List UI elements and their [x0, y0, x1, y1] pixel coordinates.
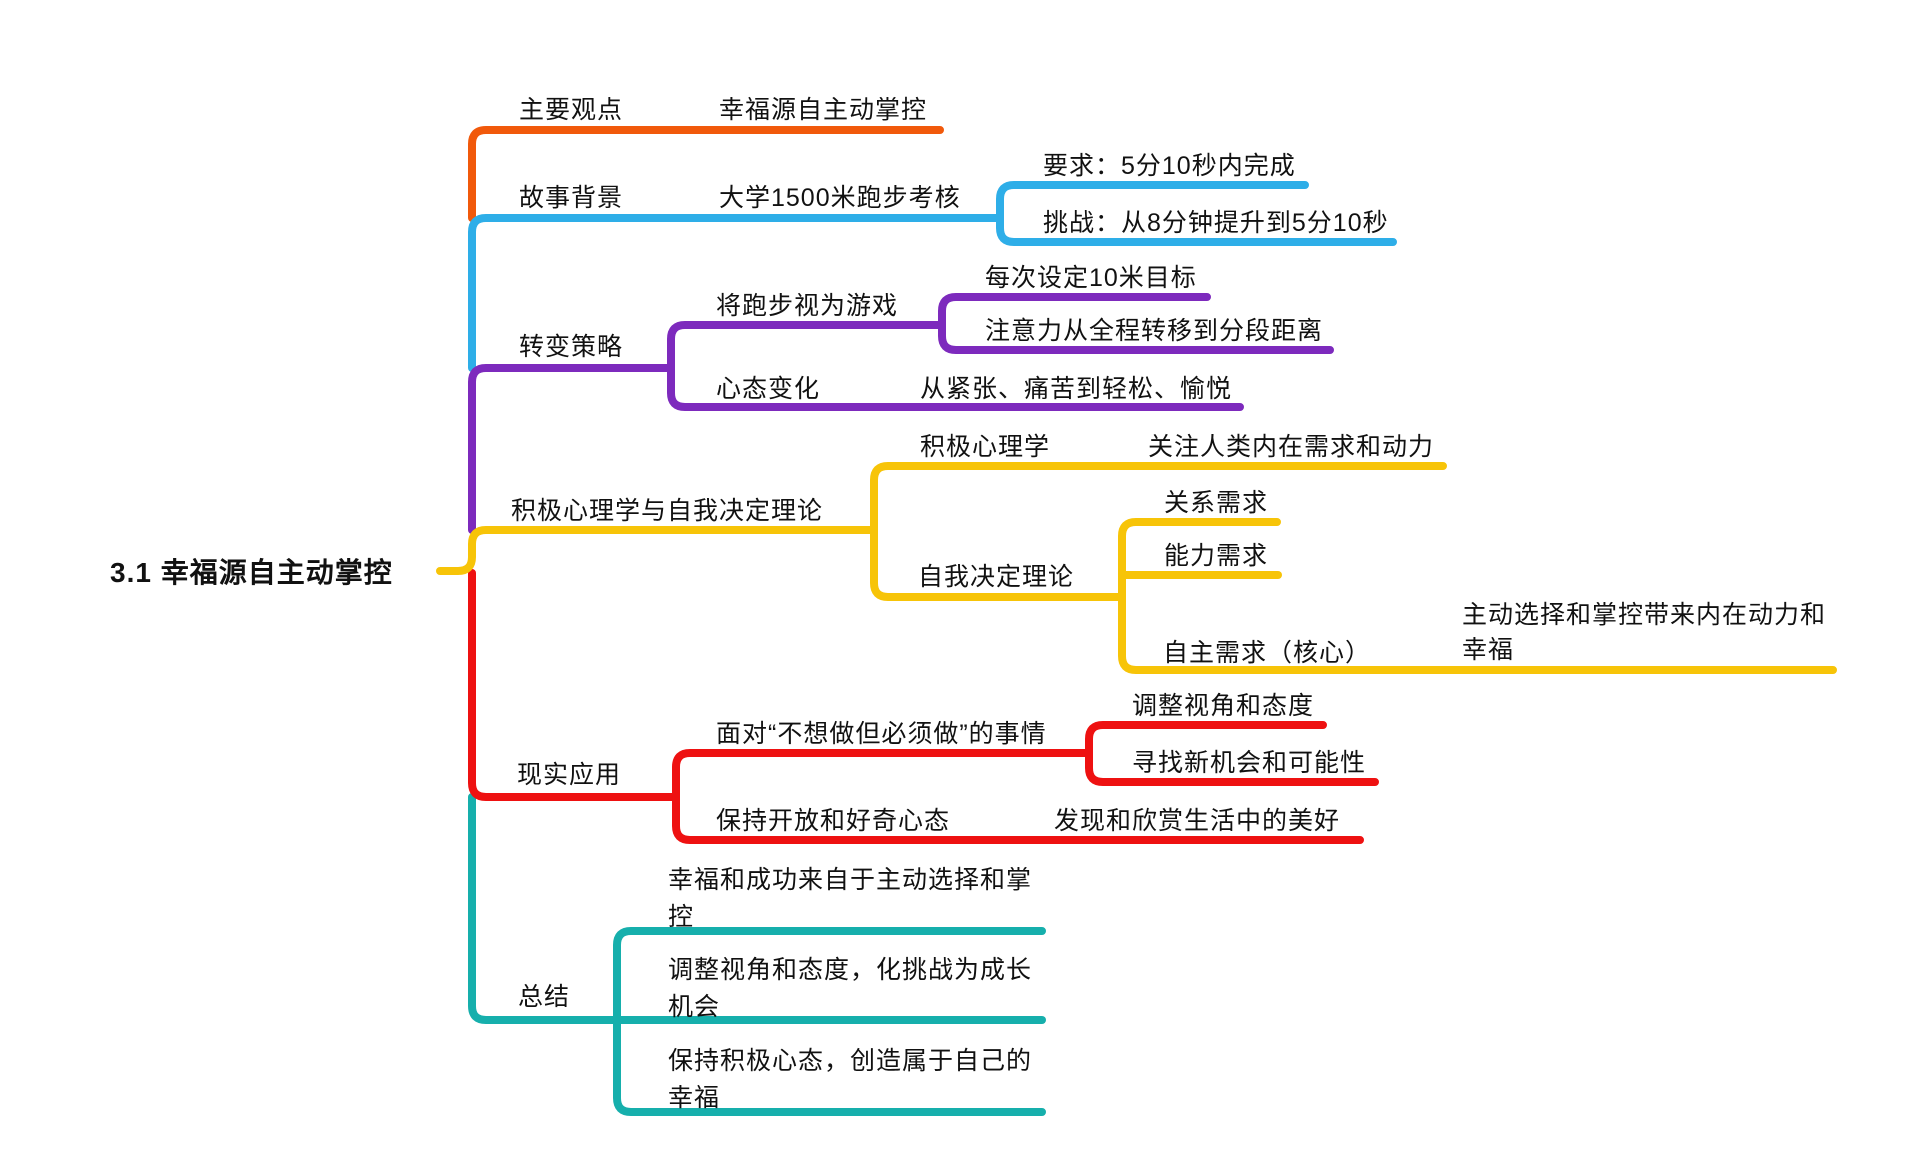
- node-psychology-positive-desc[interactable]: 关注人类内在需求和动力: [1148, 433, 1435, 461]
- node-strategy-mindset[interactable]: 心态变化: [716, 375, 821, 403]
- node-strategy-game[interactable]: 将跑步视为游戏: [716, 292, 899, 320]
- node-application-face[interactable]: 面对“不想做但必须做”的事情: [716, 720, 1047, 748]
- node-summary-point1[interactable]: 幸福和成功来自于主动选择和掌控: [668, 866, 1033, 931]
- branch-fork-strategy-game: [938, 293, 1334, 354]
- node-main-point[interactable]: 主要观点: [519, 96, 624, 124]
- node-psychology-sdt[interactable]: 自我决定理论: [918, 563, 1075, 591]
- node-story-topic[interactable]: 大学1500米跑步考核: [719, 184, 961, 212]
- node-sdt-relatedness[interactable]: 关系需求: [1164, 489, 1269, 517]
- branch-fork-story: [996, 181, 1397, 246]
- branch-fork-sdt: [1118, 518, 1837, 674]
- node-root[interactable]: 3.1 幸福源自主动掌控: [110, 557, 393, 588]
- node-strategy-goal[interactable]: 每次设定10米目标: [985, 264, 1197, 292]
- node-summary-point3[interactable]: 保持积极心态，创造属于自己的幸福: [668, 1047, 1033, 1112]
- branch-line-summary: [468, 793, 621, 1024]
- node-psychology[interactable]: 积极心理学与自我决定理论: [511, 497, 824, 525]
- branch-line-story: [468, 214, 1004, 372]
- branch-fork-application-face: [1085, 721, 1379, 786]
- branch-line-application: [468, 569, 680, 801]
- node-main-point-value[interactable]: 幸福源自主动掌控: [719, 96, 928, 124]
- node-psychology-positive[interactable]: 积极心理学: [920, 433, 1051, 461]
- branch-fork-application: [672, 749, 1364, 844]
- node-story-background[interactable]: 故事背景: [519, 184, 624, 212]
- node-sdt-competence[interactable]: 能力需求: [1164, 542, 1269, 570]
- node-sdt-autonomy[interactable]: 自主需求（核心）: [1163, 639, 1372, 667]
- node-story-requirement[interactable]: 要求：5分10秒内完成: [1043, 152, 1296, 180]
- node-summary[interactable]: 总结: [518, 983, 571, 1011]
- node-strategy-attention[interactable]: 注意力从全程转移到分段距离: [985, 317, 1324, 345]
- node-application-discover[interactable]: 发现和欣赏生活中的美好: [1054, 807, 1341, 835]
- branch-line-strategy: [468, 364, 675, 534]
- node-strategy[interactable]: 转变策略: [519, 333, 624, 361]
- node-application-adjust[interactable]: 调整视角和态度: [1132, 692, 1315, 720]
- branch-fork-psychology: [870, 462, 1447, 601]
- node-strategy-mindset-change[interactable]: 从紧张、痛苦到轻松、愉悦: [920, 375, 1233, 403]
- branch-fork-strategy: [667, 321, 1244, 411]
- node-application-seek[interactable]: 寻找新机会和可能性: [1132, 749, 1367, 777]
- node-summary-point2[interactable]: 调整视角和态度，化挑战为成长机会: [668, 956, 1033, 1021]
- node-application-open[interactable]: 保持开放和好奇心态: [716, 807, 951, 835]
- node-story-challenge[interactable]: 挑战：从8分钟提升到5分10秒: [1043, 209, 1389, 237]
- branch-line-main-point: [468, 126, 944, 222]
- node-sdt-autonomy-desc[interactable]: 主动选择和掌控带来内在动力和幸福: [1462, 601, 1827, 664]
- node-application[interactable]: 现实应用: [517, 761, 622, 789]
- branch-line-psychology: [436, 526, 878, 575]
